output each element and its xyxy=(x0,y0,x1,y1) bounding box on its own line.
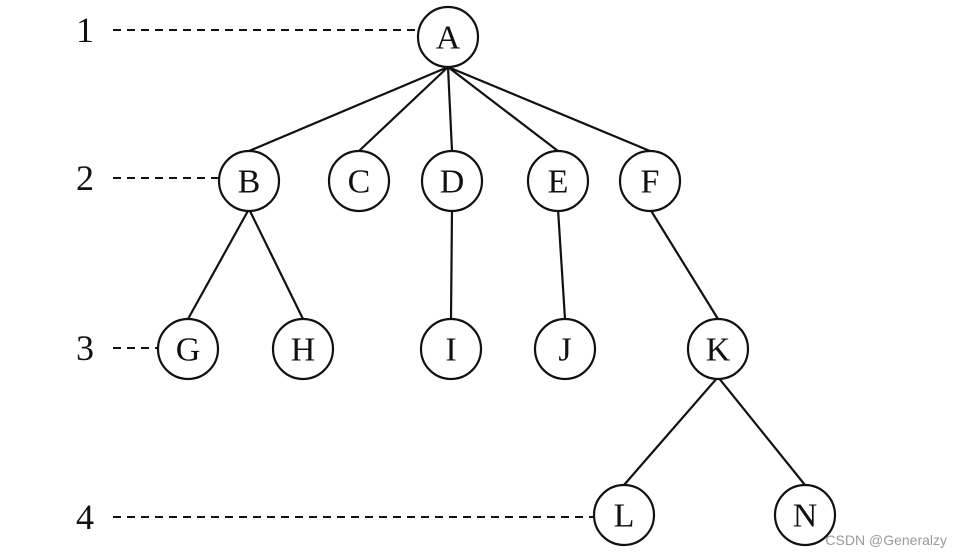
node-f-circle xyxy=(618,149,682,213)
edge-b-h xyxy=(248,208,304,320)
node-e: E xyxy=(526,149,590,213)
node-l-label: L xyxy=(614,498,635,535)
level-3-label: 3 xyxy=(76,328,94,368)
level-1-label: 1 xyxy=(76,10,94,50)
node-n-circle xyxy=(773,483,837,547)
node-i: I xyxy=(419,317,483,381)
edge-a-e xyxy=(447,66,559,152)
edge-a-c xyxy=(358,66,449,152)
level-4-label: 4 xyxy=(76,497,94,537)
node-k-label: K xyxy=(706,332,731,369)
level-2-label: 2 xyxy=(76,158,94,198)
node-l-circle xyxy=(592,483,656,547)
node-c-label: C xyxy=(348,164,371,201)
node-k-circle xyxy=(686,317,750,381)
watermark: CSDN @Generalzy xyxy=(825,532,947,548)
tree-nodes: A B C D E F G H I J K L N xyxy=(156,5,837,547)
node-b-circle xyxy=(217,149,281,213)
edge-a-d xyxy=(446,66,454,152)
node-f-label: F xyxy=(641,164,660,201)
node-h: H xyxy=(271,317,335,381)
node-a-circle xyxy=(416,5,480,69)
node-n: N xyxy=(773,483,837,547)
edge-k-l xyxy=(623,376,719,486)
node-e-circle xyxy=(526,149,590,213)
tree-edges xyxy=(187,65,806,486)
edge-a-b xyxy=(248,65,449,153)
node-h-circle xyxy=(271,317,335,381)
node-d-label: D xyxy=(440,164,465,201)
node-b-label: B xyxy=(238,164,261,201)
node-e-label: E xyxy=(548,164,569,201)
node-h-label: H xyxy=(291,332,316,369)
node-g-label: G xyxy=(176,332,201,369)
node-j: J xyxy=(533,317,597,381)
node-k: K xyxy=(686,317,750,381)
node-g-circle xyxy=(156,317,220,381)
node-c-circle xyxy=(327,149,391,213)
node-a-label: A xyxy=(436,20,461,57)
node-i-label: I xyxy=(445,332,456,369)
node-l: L xyxy=(592,483,656,547)
level-labels: 1 2 3 4 xyxy=(76,10,94,537)
edge-a-f xyxy=(447,65,651,153)
edge-d-i xyxy=(449,208,454,320)
edge-b-g xyxy=(187,208,250,320)
node-c: C xyxy=(327,149,391,213)
node-f: F xyxy=(618,149,682,213)
node-d: D xyxy=(420,149,484,213)
node-d-circle xyxy=(420,149,484,213)
node-g: G xyxy=(156,317,220,381)
edge-k-n xyxy=(717,376,806,486)
node-n-label: N xyxy=(793,498,818,535)
edge-f-k xyxy=(649,208,719,320)
node-b: B xyxy=(217,149,281,213)
node-i-circle xyxy=(419,317,483,381)
level-guide-lines xyxy=(113,29,594,518)
node-j-label: J xyxy=(558,332,571,369)
node-a: A xyxy=(416,5,480,69)
node-j-circle xyxy=(533,317,597,381)
edge-e-j xyxy=(556,208,567,320)
